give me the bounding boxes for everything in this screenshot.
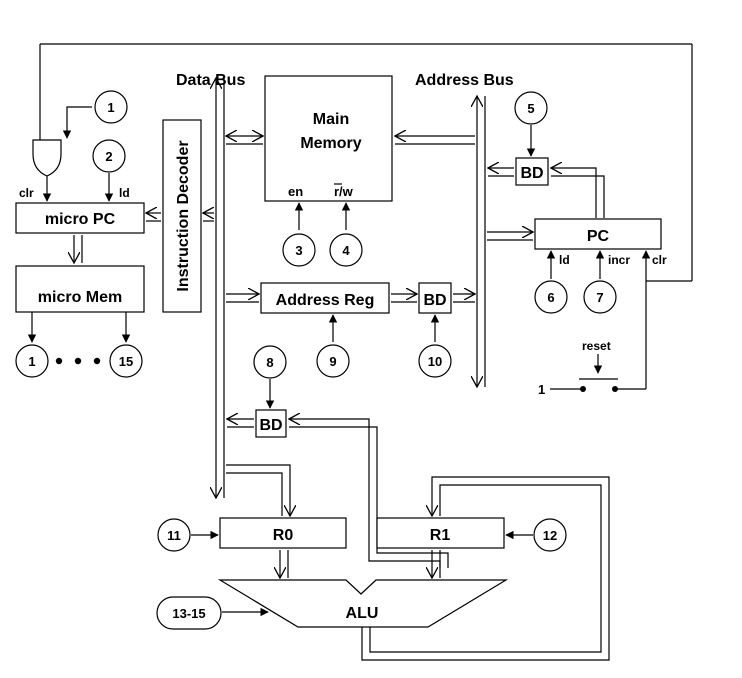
signal-5 (514, 91, 548, 125)
pc-label: PC (587, 228, 610, 245)
signal-11 (157, 518, 191, 552)
databus-addressreg-link (226, 294, 259, 303)
signal-1-label: 1 (107, 100, 114, 115)
addressreg-bd-link (391, 294, 417, 303)
or-gate (32, 139, 62, 177)
address-bus (477, 96, 486, 387)
r0-box (219, 517, 347, 549)
micro-pc-label: micro PC (45, 211, 116, 228)
r1-label: R1 (430, 527, 451, 544)
micropc-clr-label: clr (19, 186, 34, 200)
micro-mem-label: micro Mem (38, 289, 122, 306)
address-reg-label: Address Reg (276, 292, 375, 309)
bd-pc-box (515, 157, 549, 186)
r0-alu-link (280, 550, 289, 578)
signal-2 (92, 139, 126, 173)
reset-label: reset (582, 339, 611, 353)
signal-13-15 (156, 596, 222, 630)
signal-9-label: 9 (329, 354, 336, 369)
output-15-label: 15 (119, 354, 133, 369)
signal-11-label: 11 (167, 528, 181, 543)
signal-6-label: 6 (547, 290, 554, 305)
bd-addressbus-link (453, 294, 475, 303)
bd-address-label: BD (423, 292, 446, 309)
ellipsis-dot (55, 357, 63, 365)
signal-13-15-label: 13-15 (172, 606, 205, 621)
pc-bd-link (551, 168, 605, 218)
data-bus (216, 78, 225, 498)
signal-8-label: 8 (266, 355, 273, 370)
signal-7-label: 7 (596, 290, 603, 305)
r1-box (376, 517, 505, 549)
pc-clr-label: clr (652, 253, 667, 267)
signal-9 (316, 344, 350, 378)
signal-1 (94, 90, 128, 124)
micropc-micromem-link (74, 235, 83, 263)
alu-r1-feedback (361, 476, 610, 661)
reset-one-label: 1 (538, 382, 545, 397)
signal-10-label: 10 (428, 354, 442, 369)
output-15 (109, 344, 143, 378)
output-1 (15, 344, 49, 378)
bd-databus-link (227, 419, 254, 428)
bd-addressbus-pc-link (488, 168, 514, 177)
main-memory-box (264, 75, 393, 202)
bd-register-label: BD (259, 417, 282, 434)
instruction-decoder-box (162, 119, 202, 313)
memory-en-label: en (288, 184, 303, 199)
alu-shape (217, 579, 509, 628)
alu-label: ALU (346, 605, 379, 622)
addressbus-pc-link (487, 232, 533, 241)
signal-4-label: 4 (342, 243, 350, 258)
signal-8 (253, 345, 287, 379)
signal-3-label: 3 (295, 243, 302, 258)
signal-12-label: 12 (543, 528, 557, 543)
address-reg-box (260, 282, 390, 314)
output-1-label: 1 (28, 354, 35, 369)
micro-mem-box (15, 265, 145, 313)
bd-register-box (255, 409, 287, 438)
micro-pc-box (15, 202, 145, 234)
signal-10 (418, 344, 452, 378)
main-memory-label-2: Memory (300, 135, 361, 152)
main-memory-label-1: Main (313, 111, 349, 128)
signal-6 (534, 280, 568, 314)
addressbus-memory-link (395, 136, 475, 145)
address-bus-label: Address Bus (415, 72, 514, 89)
pc-box (534, 218, 662, 250)
r0-label: R0 (273, 527, 294, 544)
signal-5-label: 5 (527, 101, 534, 116)
pc-incr-label: incr (608, 253, 630, 267)
signal-2-label: 2 (105, 149, 112, 164)
decoder-micropc-link (146, 213, 161, 222)
signal-12 (533, 518, 567, 552)
memory-databus-link (226, 136, 263, 145)
r1-alu-link (432, 550, 441, 578)
signal-7 (583, 280, 617, 314)
databus-r0-link (226, 464, 290, 516)
pc-ld-label: ld (559, 253, 570, 267)
instruction-decoder-label: Instruction Decoder (175, 140, 192, 291)
bd-pc-label: BD (520, 165, 543, 182)
ellipsis-dot (93, 357, 101, 365)
databus-decoder-link (203, 213, 214, 222)
memory-rw-label: r/w (334, 184, 354, 199)
signal-3 (282, 233, 316, 267)
micropc-ld-label: ld (119, 186, 130, 200)
bd-address-box (418, 282, 452, 314)
data-bus-label: Data Bus (176, 72, 245, 89)
ellipsis-dot (74, 357, 82, 365)
signal-4 (329, 233, 363, 267)
